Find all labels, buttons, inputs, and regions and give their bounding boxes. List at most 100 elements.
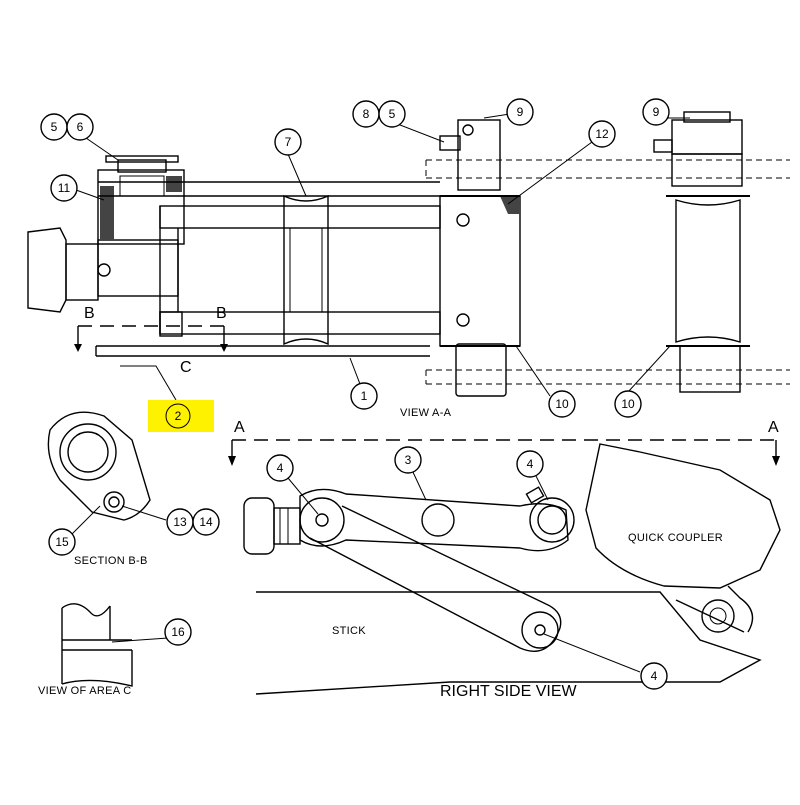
section-bb-bore-inner — [67, 431, 109, 473]
cylinder-rod-side — [273, 507, 301, 545]
coupler-lower-pin — [701, 599, 735, 633]
callout-label: 12 — [595, 127, 609, 141]
link-rod-left-pin — [315, 513, 329, 527]
callout-10-right[interactable]: 10 — [614, 390, 642, 418]
leader-10-center — [515, 345, 551, 397]
area-c-break-top — [61, 603, 111, 617]
section-b-label-right: B — [216, 305, 227, 322]
grease-fitting — [97, 263, 111, 277]
callout-label: 5 — [389, 107, 396, 121]
leader-10-right — [627, 345, 671, 393]
callout-7[interactable]: 7 — [274, 128, 302, 156]
callout-9-center[interactable]: 9 — [506, 98, 534, 126]
stick-outline — [255, 591, 762, 695]
callout-12[interactable]: 12 — [588, 120, 616, 148]
pin-cap-left — [117, 159, 167, 173]
section-bb-bolt-outer — [103, 491, 125, 513]
view-aa-drawing — [27, 111, 790, 401]
diagonal-link-eye — [521, 611, 559, 649]
center-pin-hole — [462, 124, 474, 136]
section-bb-bolt-inner — [108, 496, 120, 508]
bolt-upper — [456, 213, 470, 227]
callout-15[interactable]: 15 — [48, 528, 76, 556]
callout-4-left[interactable]: 4 — [266, 454, 294, 482]
callout-label: 3 — [405, 453, 412, 467]
area-c-break-bottom — [61, 650, 133, 687]
link-rod-hole — [421, 503, 455, 537]
lower-pin-block — [159, 311, 183, 337]
callout-label: 4 — [277, 461, 284, 475]
leader-2 — [120, 365, 177, 401]
callout-10-center[interactable]: 10 — [548, 390, 576, 418]
leader-4-lower — [543, 633, 641, 673]
section-bb-caption: SECTION B-B — [74, 555, 148, 567]
leader-11 — [75, 189, 105, 201]
callout-9-right[interactable]: 9 — [642, 98, 670, 126]
arrowhead-b-left — [74, 344, 82, 352]
view-area-c-drawing — [61, 603, 169, 687]
section-aa-marker: A A — [228, 419, 780, 466]
leader-13-14 — [121, 505, 167, 521]
callout-label: 15 — [55, 535, 69, 549]
right-pin-cap — [683, 111, 731, 123]
section-bb-drawing — [47, 411, 167, 535]
arrowhead-a-right — [772, 456, 780, 466]
callout-11[interactable]: 11 — [50, 174, 78, 202]
callout-5-top-center[interactable]: 5 — [378, 100, 406, 128]
callout-4-lower[interactable]: 4 — [640, 662, 668, 690]
link-rod-right-eye — [529, 497, 575, 543]
leader-9-center — [483, 113, 511, 119]
leader-7 — [287, 153, 307, 197]
section-a-label-left: A — [234, 419, 245, 436]
leader-4-left — [287, 477, 319, 515]
callout-label: 9 — [517, 105, 524, 119]
highlight-box — [148, 400, 214, 432]
right-bolt-head — [653, 139, 673, 153]
diagonal-link-pin — [534, 624, 546, 636]
callout-label: 10 — [621, 397, 635, 411]
callout-4-right[interactable]: 4 — [516, 450, 544, 478]
callout-14[interactable]: 14 — [192, 508, 220, 536]
view-area-c-caption: VIEW OF AREA C — [38, 685, 131, 697]
right-pin-collar — [671, 153, 743, 187]
callout-2-highlighted[interactable]: 2 — [148, 400, 214, 432]
section-bb-marker: B B C — [74, 305, 228, 376]
cylinder-cap-side — [243, 497, 275, 555]
callout-8[interactable]: 8 — [352, 100, 380, 128]
callout-label: 4 — [527, 457, 534, 471]
callout-2-ring — [165, 403, 191, 429]
cylinder-neck — [65, 243, 99, 301]
callout-label: 4 — [651, 669, 658, 683]
bolt-lower — [456, 313, 470, 327]
callout-label: 14 — [199, 515, 213, 529]
link-arm-top — [159, 205, 441, 229]
callout-6[interactable]: 6 — [66, 113, 94, 141]
callout-1[interactable]: 1 — [350, 382, 378, 410]
area-c-label: C — [180, 359, 192, 376]
callout-label: 11 — [58, 181, 71, 195]
center-pin-housing — [457, 119, 501, 191]
coupler-lower-bolt — [675, 599, 745, 633]
section-a-label-right: A — [768, 419, 779, 436]
callout-label: 5 — [51, 120, 58, 134]
hatched-section-right — [166, 176, 182, 192]
callout-3[interactable]: 3 — [394, 446, 422, 474]
right-side-view-drawing — [243, 443, 781, 695]
link-arm-bottom — [159, 311, 441, 335]
callout-label: 9 — [653, 105, 660, 119]
callout-label: 10 — [555, 397, 569, 411]
pin-cap-flange — [105, 155, 179, 163]
right-pin-body — [675, 199, 741, 343]
leader-5-6 — [85, 137, 119, 161]
callout-label: 16 — [171, 625, 185, 639]
arrowhead-a-left — [228, 456, 236, 466]
callout-13[interactable]: 13 — [166, 508, 194, 536]
callout-16[interactable]: 16 — [164, 618, 192, 646]
section-bb-bore-outer — [59, 423, 117, 481]
coupler-lower-pin-inner — [709, 607, 727, 625]
leader-3 — [411, 469, 427, 501]
callout-5-top-left[interactable]: 5 — [40, 113, 68, 141]
link-rod-right-pin — [537, 505, 567, 535]
